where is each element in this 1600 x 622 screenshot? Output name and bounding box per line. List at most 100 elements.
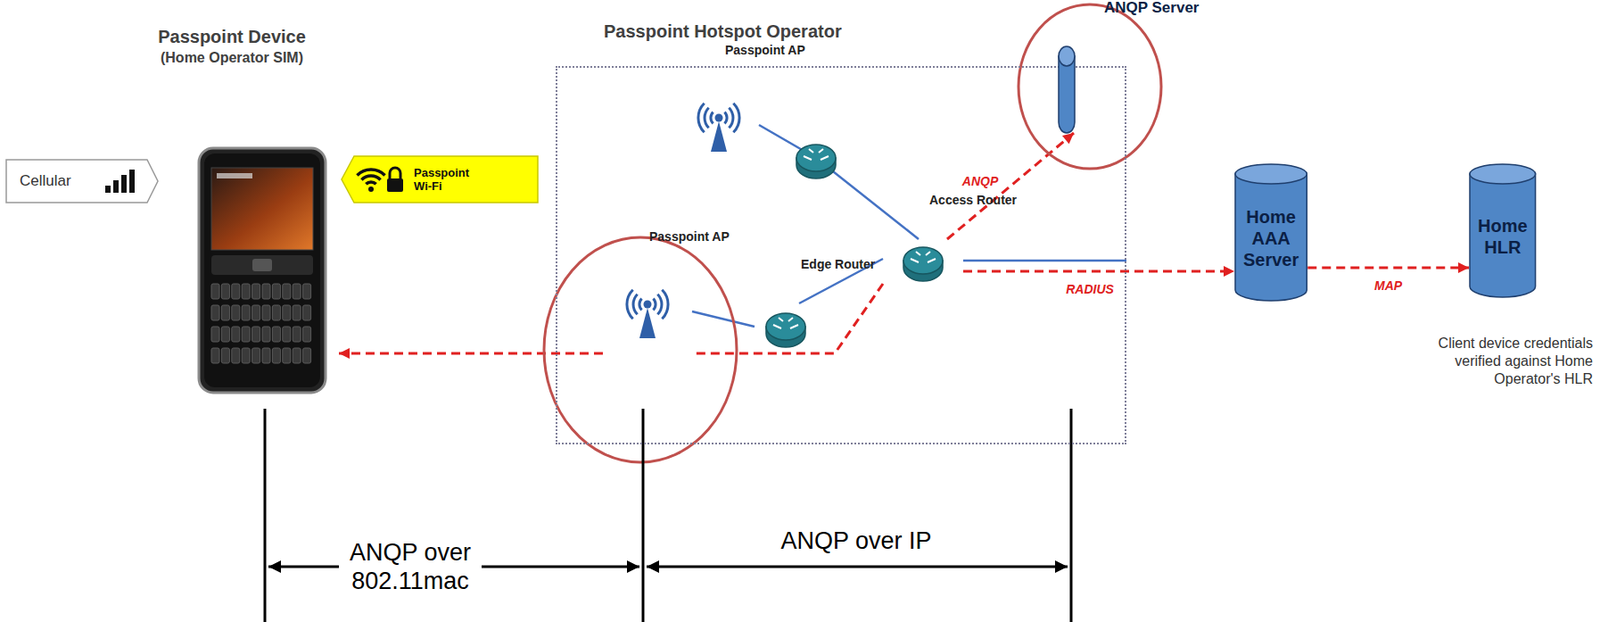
keyboard-key xyxy=(252,347,261,363)
device-node: Passpoint Device(Home Operator SIM) xyxy=(124,24,339,396)
node-label: Access Router xyxy=(929,192,994,208)
wifi-icon xyxy=(365,181,376,184)
keyboard-key xyxy=(282,305,291,321)
keyboard-key xyxy=(303,305,312,321)
keyboard-key xyxy=(282,326,291,342)
drawing-part xyxy=(211,255,314,275)
edge-label: ANQP xyxy=(959,173,1001,189)
router-node: Access Router xyxy=(882,239,964,323)
node-label: ANQP Server xyxy=(1104,0,1199,17)
keyboard-key xyxy=(252,305,261,321)
node-label: Passpoint AP xyxy=(725,42,790,58)
keyboard-key xyxy=(231,283,240,299)
signal-bar xyxy=(105,185,111,193)
keyboard-key xyxy=(252,326,261,342)
network-link xyxy=(758,124,919,240)
keyboard-key xyxy=(303,283,312,299)
signal-path xyxy=(692,283,883,354)
node-label: Edge Router xyxy=(800,256,866,273)
router-node: Edge Router xyxy=(754,303,817,413)
drawing-part xyxy=(252,258,273,272)
keyboard-key xyxy=(211,347,220,363)
edge-label: RADIUS xyxy=(1063,281,1117,297)
cylinder-body xyxy=(1058,56,1075,133)
keyboard-key xyxy=(221,283,230,299)
span-arrow xyxy=(646,565,1068,569)
cellular-tag: Cellular xyxy=(5,158,159,204)
keyboard-key xyxy=(221,347,230,363)
keyboard-key xyxy=(231,347,240,363)
keyboard-key xyxy=(211,305,220,321)
node-label: Passpoint Wi-Fi xyxy=(413,165,477,193)
keyboard-key xyxy=(252,283,261,299)
server-cylinder: Home AAA Server xyxy=(1234,163,1308,301)
node-label: Home AAA Server xyxy=(1243,206,1299,271)
keyboard-key xyxy=(231,305,240,321)
keyboard-key xyxy=(272,305,281,321)
access-point-icon xyxy=(626,289,669,339)
cylinder-top xyxy=(1469,164,1536,184)
signal-bar xyxy=(121,174,127,193)
tag-outline xyxy=(341,156,538,203)
node-label: Home HLR xyxy=(1477,214,1528,258)
network-link xyxy=(692,311,755,327)
signal-bar xyxy=(129,169,135,193)
keyboard-keys xyxy=(211,283,312,363)
drawing-part xyxy=(211,167,314,250)
keyboard-key xyxy=(292,305,301,321)
edge-label: MAP xyxy=(1371,278,1405,293)
lifeline xyxy=(263,408,267,622)
wifi-icon xyxy=(356,169,385,175)
keyboard-key xyxy=(231,326,240,342)
router-icon xyxy=(766,313,806,347)
cylinder-body xyxy=(1235,173,1307,301)
keyboard-key xyxy=(272,347,281,363)
span-label: ANQP over 802.11mac xyxy=(338,537,482,595)
signal-path xyxy=(963,270,1235,273)
keyboard-key xyxy=(221,326,230,342)
keyboard-key xyxy=(262,347,271,363)
node-label: Passpoint Hotspot Operator xyxy=(603,21,842,42)
keyboard-key xyxy=(262,305,271,321)
keyboard-key xyxy=(303,347,312,363)
keyboard-key xyxy=(303,326,312,342)
highlight-ellipse xyxy=(544,237,737,462)
drawing-part xyxy=(198,148,326,393)
keyboard-key xyxy=(262,283,271,299)
drawing-part xyxy=(216,173,253,179)
router-icon xyxy=(903,247,943,281)
keyboard-key xyxy=(221,305,230,321)
server-cylinder: Home HLR xyxy=(1468,163,1537,297)
node-sublabel: (Home Operator SIM) xyxy=(124,48,339,68)
span-label: ANQP over IP xyxy=(740,526,973,555)
note-text: Client device credentials verified again… xyxy=(1389,334,1593,388)
keyboard-key xyxy=(292,283,301,299)
keyboard-key xyxy=(292,326,301,342)
router-icon xyxy=(796,144,836,179)
keyboard-key xyxy=(241,326,250,342)
node-label: Cellular xyxy=(19,172,72,190)
lifeline xyxy=(1070,408,1073,622)
highlight-ellipse xyxy=(1018,4,1162,169)
keyboard-key xyxy=(272,283,281,299)
keyboard-key xyxy=(292,347,301,363)
keyboard-key xyxy=(272,326,281,342)
lifeline xyxy=(642,408,645,622)
signal-path xyxy=(338,352,603,355)
keyboard-key xyxy=(211,283,220,299)
access-point: Passpoint AP xyxy=(602,275,693,392)
cylinder-body xyxy=(1469,173,1536,297)
lock-icon xyxy=(389,167,401,179)
node-label: Passpoint Device xyxy=(124,24,339,49)
access-point-icon xyxy=(698,103,740,152)
access-point: Passpoint AP xyxy=(678,89,759,201)
wifi-tag: Passpoint Wi-Fi xyxy=(340,155,539,204)
keyboard-key xyxy=(241,305,250,321)
wifi-icon xyxy=(361,175,380,180)
phone-illustration xyxy=(198,148,326,393)
connector-group xyxy=(338,124,1469,354)
keyboard-key xyxy=(241,283,250,299)
keyboard-key xyxy=(241,347,250,363)
signal-path xyxy=(1307,266,1469,270)
